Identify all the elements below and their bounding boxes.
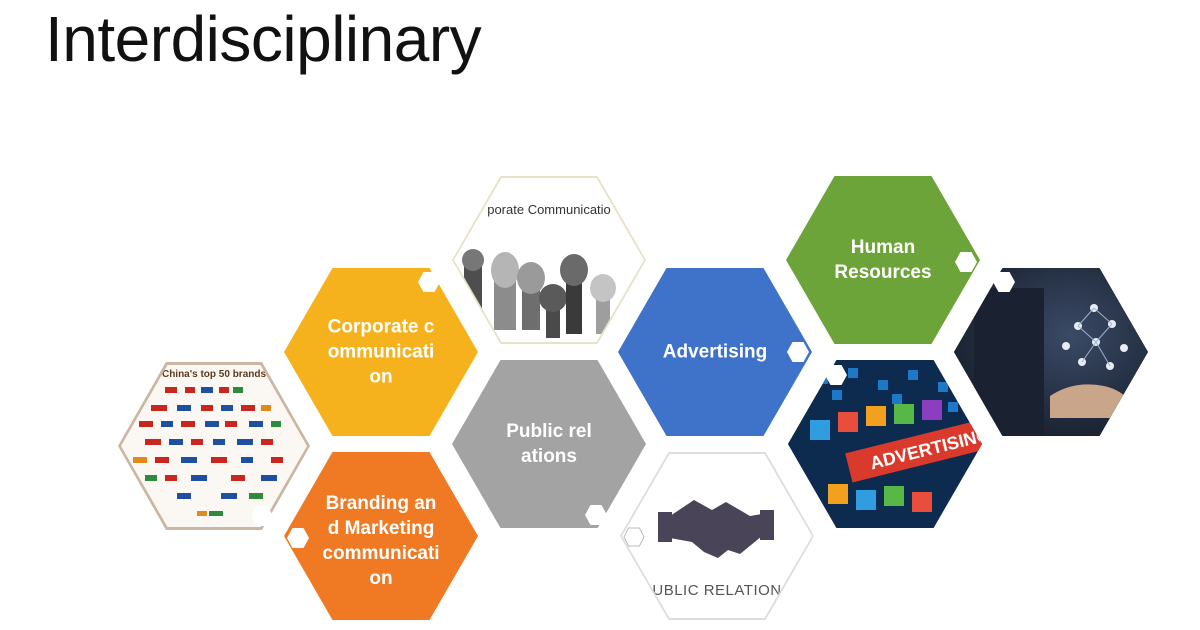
slide-title: Interdisciplinary bbox=[45, 2, 481, 76]
advertising-image-hex: ADVERTISING bbox=[788, 360, 982, 528]
microphones-image-hex: porate Communicatio bbox=[452, 176, 646, 344]
handshake-image-hex: UBLIC RELATION bbox=[620, 452, 814, 620]
public-relations-caption: UBLIC RELATION bbox=[622, 582, 812, 599]
advertising-illustration: ADVERTISING bbox=[788, 360, 982, 528]
hex-marker bbox=[623, 527, 645, 547]
hex-public-relations[interactable]: Public relations bbox=[452, 360, 646, 528]
brands-image-hex: China's top 50 brands bbox=[118, 362, 310, 530]
hex-corporate-label: Corporate communicati on bbox=[284, 315, 478, 390]
hex-public-label: Public relations bbox=[452, 419, 646, 469]
hex-advertising[interactable]: Advertising bbox=[618, 268, 812, 436]
brand-logos-grid bbox=[121, 365, 307, 527]
microphones-illustration bbox=[454, 178, 644, 342]
business-network-image-hex bbox=[954, 268, 1148, 436]
hex-advertising-label: Advertising bbox=[618, 340, 812, 365]
hex-corporate-communication[interactable]: Corporate communicati on bbox=[284, 268, 478, 436]
business-network-illustration bbox=[954, 268, 1148, 436]
hex-human-resources[interactable]: Human Resources bbox=[786, 176, 980, 344]
hex-human-label: Human Resources bbox=[786, 235, 980, 285]
hex-branding-label: Branding and Marketing communicati on bbox=[284, 491, 478, 591]
hex-branding-marketing[interactable]: Branding and Marketing communicati on bbox=[284, 452, 478, 620]
